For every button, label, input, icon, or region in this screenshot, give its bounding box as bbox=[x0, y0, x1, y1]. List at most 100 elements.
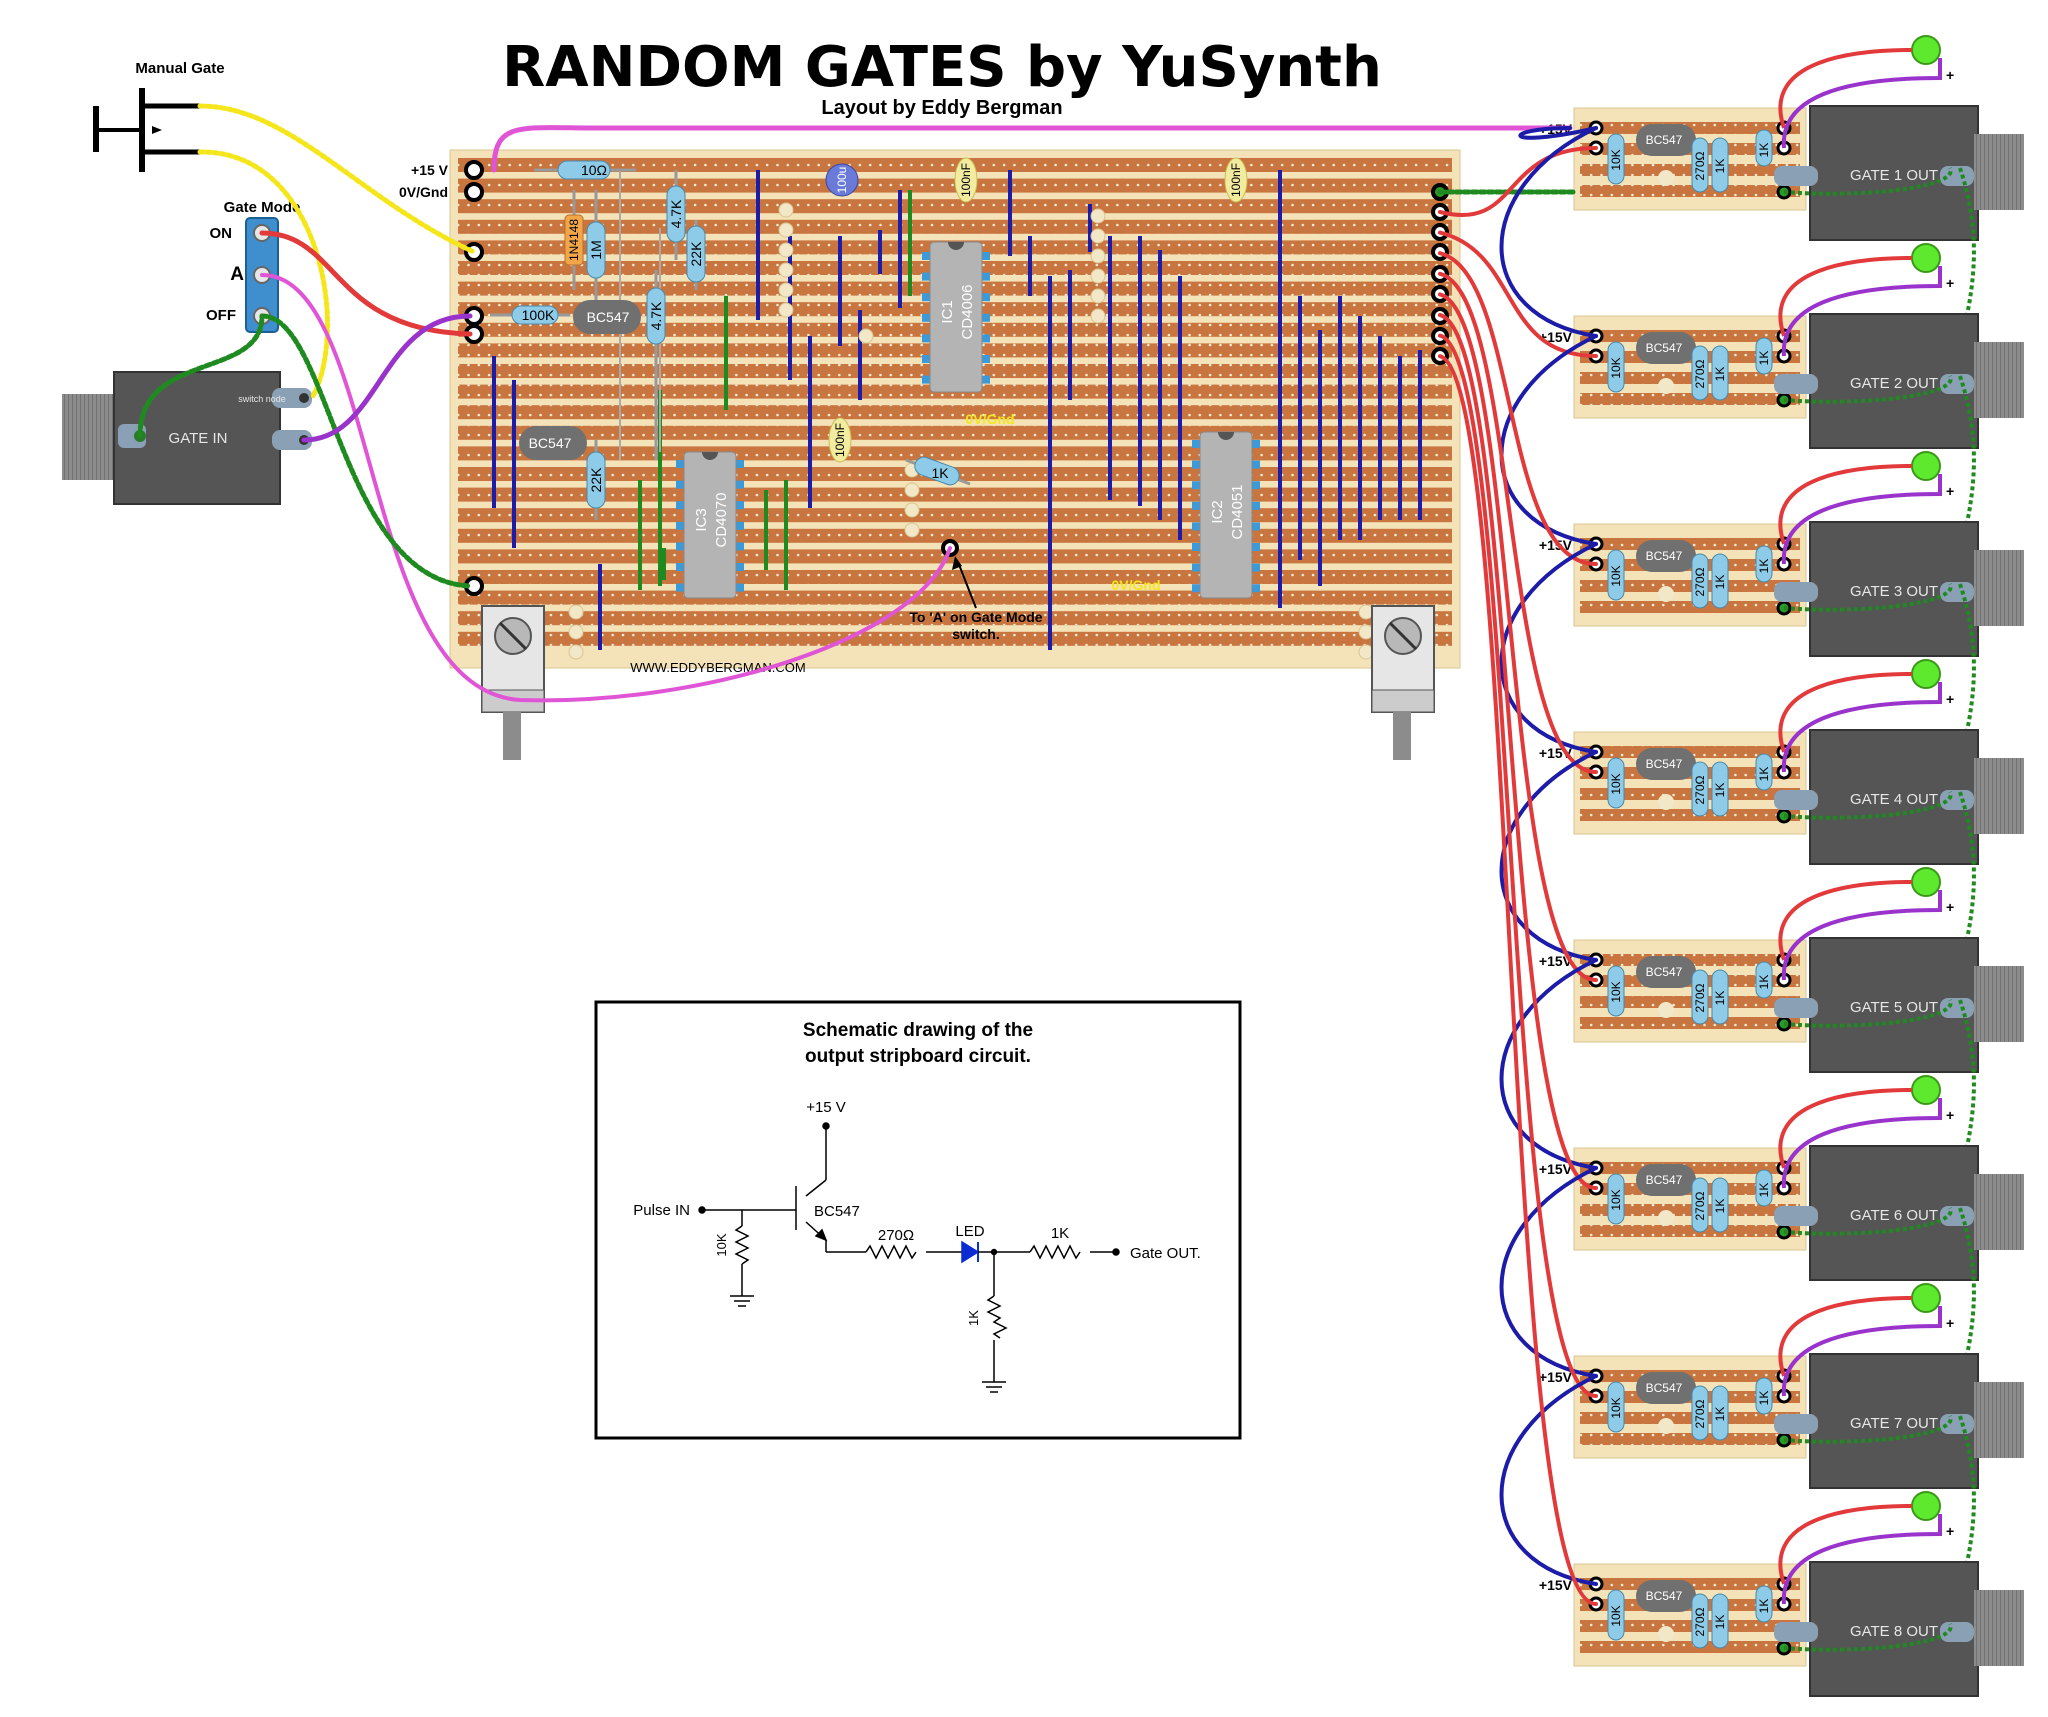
gate-in-jack[interactable]: GATE IN switch node bbox=[62, 371, 312, 505]
output-r10k bbox=[1607, 1173, 1625, 1225]
led-wire-purple bbox=[1781, 1306, 1942, 1397]
transistor-q1: BC547 bbox=[573, 300, 641, 334]
schematic-transistor: BC547 bbox=[814, 1203, 860, 1220]
gnd-marker-1: 0V/Gnd bbox=[965, 411, 1014, 427]
output-r1k-b-label: 1K bbox=[1757, 975, 1771, 990]
resistor-10ohm-label: 10Ω bbox=[581, 162, 607, 178]
ic-pin bbox=[1192, 501, 1200, 510]
solder-pad bbox=[1090, 208, 1106, 224]
output-r10k-label: 10K bbox=[1609, 1397, 1623, 1418]
cap-100u-label: 100u bbox=[835, 167, 849, 194]
output-r1k-a-label: 1K bbox=[1713, 1407, 1727, 1422]
manual-gate-button[interactable] bbox=[93, 88, 200, 172]
output-transistor-label: BC547 bbox=[1646, 965, 1683, 979]
resistor-1k-main: 1K bbox=[905, 456, 971, 486]
output-jack-thread bbox=[1974, 342, 2024, 418]
ic2-ref: IC2 bbox=[1209, 500, 1226, 523]
output-r270 bbox=[1691, 969, 1709, 1025]
wire-manual-gate-b bbox=[197, 149, 330, 401]
output-transistor-label: BC547 bbox=[1646, 549, 1683, 563]
output-strip-holes bbox=[1580, 164, 1800, 176]
output-r1k-b-label: 1K bbox=[1757, 767, 1771, 782]
schematic-pulse-in: Pulse IN bbox=[633, 1202, 690, 1219]
output-strip-holes bbox=[1580, 1204, 1800, 1216]
schematic-gate-out: Gate OUT. bbox=[1130, 1245, 1201, 1262]
board-terminal[interactable] bbox=[464, 182, 484, 202]
note-switch: switch. bbox=[952, 626, 999, 642]
trimmer-right[interactable] bbox=[1371, 605, 1435, 760]
schematic-r1k-shunt: 1K bbox=[966, 1310, 981, 1326]
switch-node-label: switch node bbox=[238, 394, 286, 404]
q2-label: BC547 bbox=[529, 435, 572, 451]
output-r10k bbox=[1607, 965, 1625, 1017]
led-wire-red bbox=[1778, 880, 1913, 961]
led-wire-red bbox=[1778, 48, 1913, 129]
ic-pin bbox=[1192, 481, 1200, 490]
ic-pin bbox=[736, 480, 744, 489]
cap-100n-b: 100nF bbox=[1224, 157, 1248, 203]
ic-pin bbox=[736, 542, 744, 551]
plus15-chain-wire bbox=[1499, 1166, 1598, 1378]
resistor-100k-label: 100K bbox=[522, 307, 555, 323]
output-r270 bbox=[1691, 345, 1709, 401]
output-jack-lug bbox=[1774, 166, 1818, 186]
output-r10k-label: 10K bbox=[1609, 357, 1623, 378]
strip-holes bbox=[458, 487, 1452, 502]
strip-holes bbox=[458, 631, 1452, 646]
led-plus-sign: + bbox=[1946, 691, 1954, 707]
schematic-drawing bbox=[698, 1122, 1120, 1393]
output-jack-lug bbox=[1940, 1414, 1974, 1434]
output-r1k-a bbox=[1711, 553, 1729, 609]
q1-label: BC547 bbox=[587, 309, 630, 325]
solder-pad bbox=[1090, 268, 1106, 284]
ic3: IC3 CD4070 bbox=[683, 451, 737, 599]
plus15-chain-wire bbox=[1499, 542, 1598, 754]
led-wire-red bbox=[1778, 672, 1913, 753]
ic-pin bbox=[676, 521, 684, 530]
ic-pin bbox=[922, 334, 930, 343]
gnd-chain-wire bbox=[1948, 791, 1976, 1001]
pulse-wire bbox=[1438, 333, 1598, 1398]
board-terminal[interactable] bbox=[464, 160, 484, 180]
output-r1k-b-label: 1K bbox=[1757, 559, 1771, 574]
trimmer-left[interactable] bbox=[481, 605, 545, 760]
output-strip-holes bbox=[1580, 1225, 1800, 1237]
solder-pad bbox=[568, 624, 584, 640]
jack-wire-green bbox=[1783, 583, 1953, 612]
solder-pad bbox=[778, 262, 794, 278]
ic-pin bbox=[676, 542, 684, 551]
output-pad-cream bbox=[1658, 1210, 1674, 1226]
ic-pin bbox=[736, 501, 744, 510]
output-r10k bbox=[1607, 1589, 1625, 1641]
led-plus-sign: + bbox=[1946, 899, 1954, 915]
output-plus15-label: +15V bbox=[1539, 953, 1573, 969]
output-r1k-a bbox=[1711, 969, 1729, 1025]
output-transistor-label: BC547 bbox=[1646, 1381, 1683, 1395]
plus15-entry-wire bbox=[1518, 126, 1598, 140]
led-plus-sign: + bbox=[1946, 483, 1954, 499]
output-pad-cream bbox=[1658, 1002, 1674, 1018]
resistor-4k7-a-label: 4.7K bbox=[668, 199, 684, 228]
pulse-wire bbox=[1438, 354, 1598, 1606]
resistor-22k-b: 22K bbox=[586, 440, 606, 520]
output-jack-lug bbox=[1940, 374, 1974, 394]
gate-out-label: GATE 1 OUT bbox=[1850, 167, 1938, 184]
led-plus-sign: + bbox=[1946, 1107, 1954, 1123]
resistor-4k7-a: 4.7K bbox=[666, 170, 686, 260]
ic3-part: CD4070 bbox=[713, 492, 730, 547]
led-wire-red bbox=[1778, 1296, 1913, 1377]
wire-switch-off bbox=[259, 313, 473, 589]
led-wire-red bbox=[1778, 1504, 1913, 1585]
output-jack-thread bbox=[1974, 1590, 2024, 1666]
gate-mode-label: Gate Mode bbox=[224, 199, 301, 216]
wire-gate-in-tip bbox=[301, 313, 473, 443]
output-r1k-a-label: 1K bbox=[1713, 159, 1727, 174]
solder-pad bbox=[568, 644, 584, 660]
jack-wire-green bbox=[1783, 375, 1953, 404]
wires bbox=[137, 103, 1598, 1606]
output-r1k-a-label: 1K bbox=[1713, 783, 1727, 798]
strip-holes bbox=[458, 219, 1452, 234]
output-r1k-a bbox=[1711, 137, 1729, 193]
